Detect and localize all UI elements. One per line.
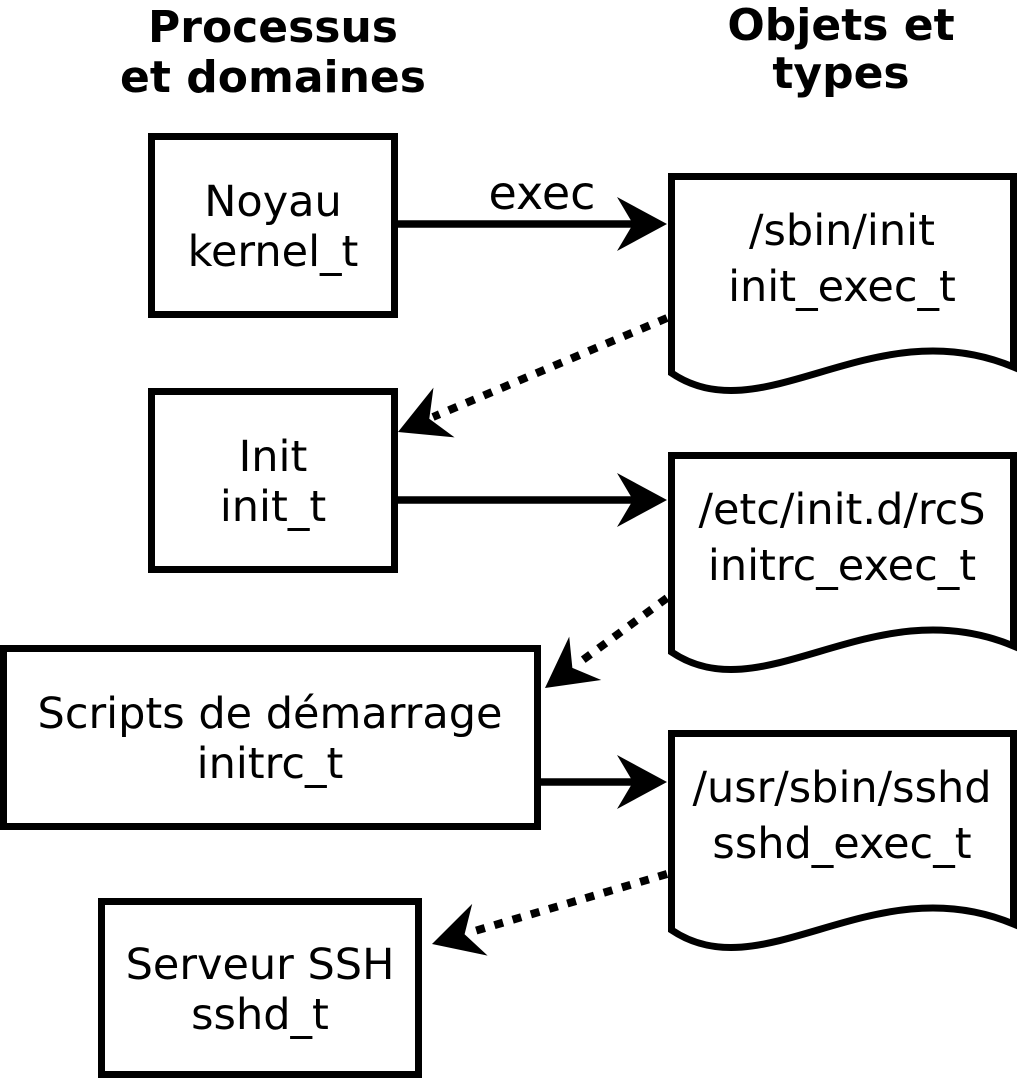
process-domain: initrc_t <box>197 739 344 789</box>
object-type: initrc_exec_t <box>708 541 976 591</box>
process-name: Init <box>239 432 308 482</box>
column-header-objects: Objets et types <box>727 0 954 99</box>
object-path: /sbin/init <box>749 206 935 256</box>
exec-arrow-init-to-rcS <box>398 473 667 527</box>
transition-arrow-to-sshd <box>424 870 669 970</box>
exec-arrow-label: exec <box>489 166 596 220</box>
process-domain: init_t <box>220 482 326 532</box>
object-doc-sshd: /usr/sbin/sshd sshd_exec_t <box>668 730 1017 951</box>
object-type: sshd_exec_t <box>712 819 971 869</box>
process-domain: kernel_t <box>188 227 359 277</box>
column-header-processes: Processus et domaines <box>120 2 426 103</box>
object-path: /usr/sbin/sshd <box>692 763 991 813</box>
exec-arrow-initrc-to-sshd <box>538 755 667 809</box>
exec-arrow-kernel-to-init: exec <box>398 166 667 251</box>
header-line: Objets et <box>727 0 954 51</box>
arrowhead-icon <box>424 903 488 970</box>
header-line: Processus <box>148 2 398 53</box>
process-name: Serveur SSH <box>126 940 395 990</box>
process-box-init: Init init_t <box>148 388 398 573</box>
process-box-initrc: Scripts de démarrage initrc_t <box>0 645 541 830</box>
transition-arrow-to-init <box>387 314 669 457</box>
header-line: et domaines <box>120 52 426 103</box>
transition-arrow-to-initrc <box>528 594 670 710</box>
process-name: Scripts de démarrage <box>38 689 503 739</box>
process-name: Noyau <box>204 177 342 227</box>
process-box-sshd: Serveur SSH sshd_t <box>98 898 422 1078</box>
object-doc-rcS: /etc/init.d/rcS initrc_exec_t <box>668 452 1017 673</box>
header-line: types <box>772 48 909 99</box>
object-type: init_exec_t <box>728 262 956 312</box>
process-domain: sshd_t <box>191 990 329 1040</box>
object-doc-init: /sbin/init init_exec_t <box>668 173 1017 394</box>
process-box-kernel: Noyau kernel_t <box>148 133 398 318</box>
object-path: /etc/init.d/rcS <box>698 485 985 535</box>
